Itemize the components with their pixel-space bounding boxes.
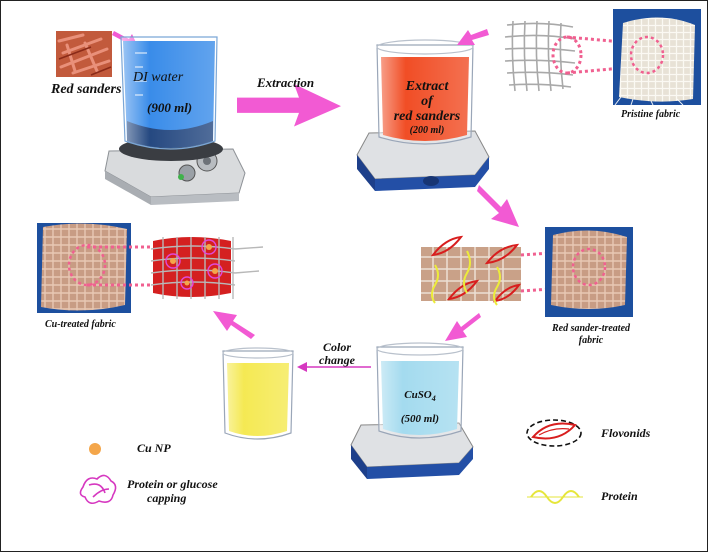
hotplate-stirrer-1 — [104, 137, 246, 205]
label-cuso4-base: CuSO — [404, 389, 432, 401]
arrow-to-cuso4 — [445, 313, 481, 341]
label-extract-volume: (200 ml) — [409, 125, 445, 136]
label-cuso4-sub: 4 — [431, 394, 436, 404]
label-color-change: Color change — [311, 341, 363, 367]
arrow-into-extract-beaker — [457, 29, 489, 45]
beaker-extract — [376, 39, 474, 145]
label-extract-line2: of — [421, 94, 433, 109]
beaker-cuso4 — [376, 342, 464, 439]
beaker-di-water — [120, 36, 218, 150]
extraction-arrow — [237, 84, 341, 127]
label-cuso4-volume: (500 ml) — [400, 413, 440, 425]
legend-protein-label: Protein — [601, 489, 638, 503]
label-pristine-fabric: Pristine fabric — [621, 109, 681, 120]
legend-protein-icon — [530, 490, 580, 504]
legend-capping-line2: capping — [147, 491, 187, 505]
label-color-change-line2: change — [319, 353, 355, 367]
label-color-change-line1: Color — [322, 340, 351, 354]
cu-zoom-connector — [87, 245, 155, 287]
label-red-sander-treated-line1: Red sander-treated — [551, 323, 631, 334]
legend-flavonoids-icon — [526, 419, 582, 447]
legend-flavonoids-label: Flovonids — [601, 426, 651, 440]
label-cuso4: CuSO4 — [385, 389, 455, 403]
cu-treated-fabric-photo — [37, 223, 131, 313]
beaker-yellow — [222, 347, 294, 440]
arrow-to-cu-fabric — [213, 311, 255, 339]
red-sander-treated-photo — [545, 227, 633, 317]
red-sander-treated-mesh — [421, 235, 522, 306]
cu-treated-mesh — [150, 237, 264, 299]
pristine-fabric-photo — [613, 9, 701, 106]
legend-cu-np-icon — [89, 443, 101, 455]
label-extract-of-red-sanders: Extract of red sanders — [385, 79, 469, 124]
legend-capping-label: Protein or glucose capping — [127, 477, 218, 505]
label-extract-line3: red sanders — [393, 109, 461, 124]
label-di-water: DI water — [133, 70, 184, 85]
label-red-sander-treated-line2: fabric — [578, 335, 604, 346]
label-extract-line1: Extract — [405, 79, 449, 94]
label-extraction: Extraction — [257, 75, 315, 90]
label-di-volume: (900 ml) — [147, 100, 193, 115]
color-change-arrow — [297, 362, 371, 372]
red-sanders-chips — [56, 31, 112, 77]
label-red-sander-treated: Red sander-treated fabric — [541, 323, 641, 347]
pristine-fabric-mesh — [504, 20, 576, 92]
legend-cu-np-label: Cu NP — [137, 441, 171, 455]
arrow-to-treated — [477, 185, 519, 227]
hotplate-stirrer-2 — [356, 130, 490, 191]
legend-capping-icon — [79, 474, 117, 505]
label-cu-treated-fabric: Cu-treated fabric — [45, 319, 116, 330]
label-red-sanders: Red sanders — [51, 82, 122, 97]
legend-capping-line1: Protein or glucose — [127, 477, 218, 491]
